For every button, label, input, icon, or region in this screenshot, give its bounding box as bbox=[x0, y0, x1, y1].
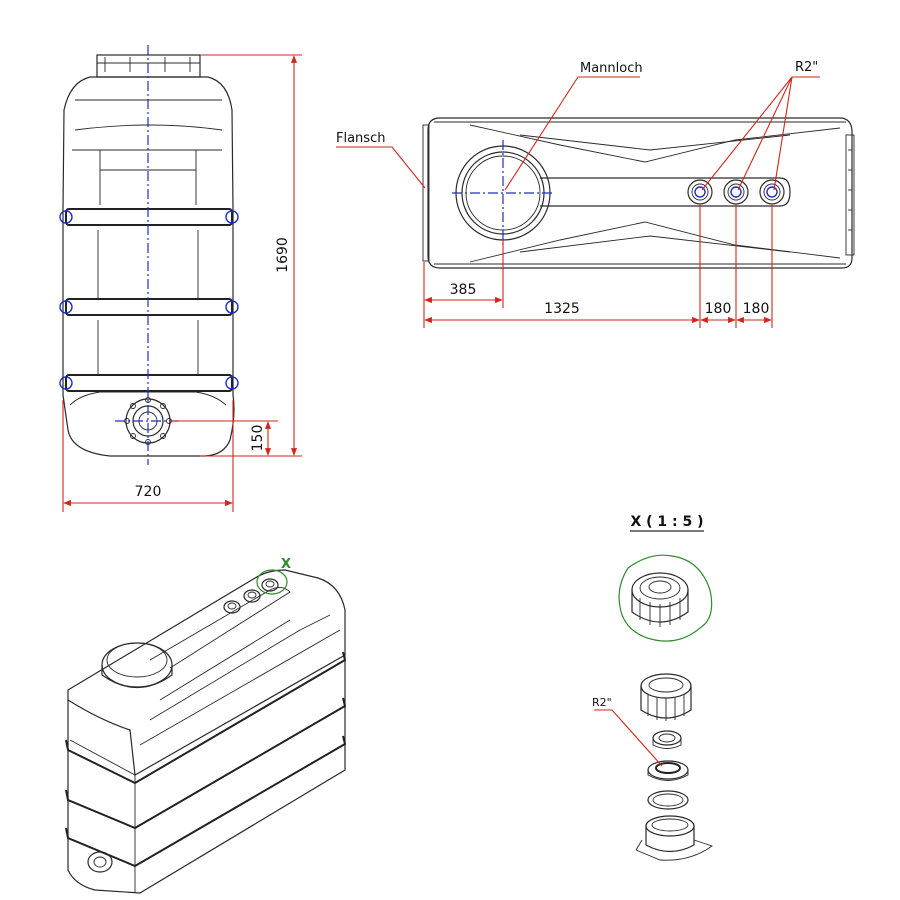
reducer-ring bbox=[647, 760, 689, 781]
dim-height-text: 1690 bbox=[275, 237, 291, 273]
leader-thread: R2" bbox=[701, 60, 820, 191]
top-view: Flansch Mannloch R2" 385 1325 180 bbox=[336, 60, 855, 328]
band-1 bbox=[59, 208, 239, 226]
socket-base bbox=[635, 815, 713, 861]
detail-marker-label: X bbox=[281, 557, 291, 572]
leader-detail-thread: R2" bbox=[592, 696, 663, 767]
port-1 bbox=[687, 179, 713, 205]
detail-boundary bbox=[618, 554, 713, 642]
label-thread: R2" bbox=[795, 60, 818, 75]
dim-pitch-1-text: 180 bbox=[705, 301, 732, 317]
detail-title: X ( 1 : 5 ) bbox=[630, 514, 703, 530]
dim-pitch-2-text: 180 bbox=[743, 301, 770, 317]
port-3 bbox=[759, 179, 785, 205]
port-2 bbox=[723, 179, 749, 205]
thread-insert bbox=[652, 730, 682, 749]
detail-marker-ring bbox=[256, 569, 288, 595]
tank-outline bbox=[62, 76, 235, 457]
label-flange: Flansch bbox=[336, 131, 385, 146]
dimension-width: 720 bbox=[62, 400, 234, 512]
front-view: 1690 150 720 bbox=[59, 45, 302, 512]
band-3 bbox=[59, 374, 239, 392]
isometric-view: X bbox=[65, 557, 347, 894]
iso-manhole bbox=[101, 642, 173, 688]
detail-thread-label: R2" bbox=[592, 696, 612, 709]
seal-ring bbox=[647, 790, 689, 810]
iso-ports bbox=[223, 578, 279, 614]
dimension-pitch-1: 180 bbox=[700, 301, 736, 324]
dim-manhole-text: 385 bbox=[450, 282, 477, 298]
dim-width-text: 720 bbox=[135, 484, 162, 500]
iso-outlet bbox=[87, 851, 113, 873]
dimension-height: 1690 bbox=[200, 54, 302, 457]
band-2 bbox=[59, 298, 239, 316]
leader-flange: Flansch bbox=[336, 131, 426, 189]
leader-manhole: Mannloch bbox=[504, 61, 643, 191]
dimension-outlet: 150 bbox=[170, 420, 278, 457]
dimension-manhole: 385 bbox=[424, 282, 503, 304]
dimension-pitch-2: 180 bbox=[736, 301, 772, 324]
label-manhole: Mannloch bbox=[580, 61, 643, 76]
dim-outlet-text: 150 bbox=[250, 425, 266, 452]
dim-length-text: 1325 bbox=[544, 301, 580, 317]
detail-view: X ( 1 : 5 ) bbox=[592, 514, 713, 861]
nut bbox=[640, 673, 692, 721]
dimension-length: 1325 bbox=[424, 301, 700, 324]
